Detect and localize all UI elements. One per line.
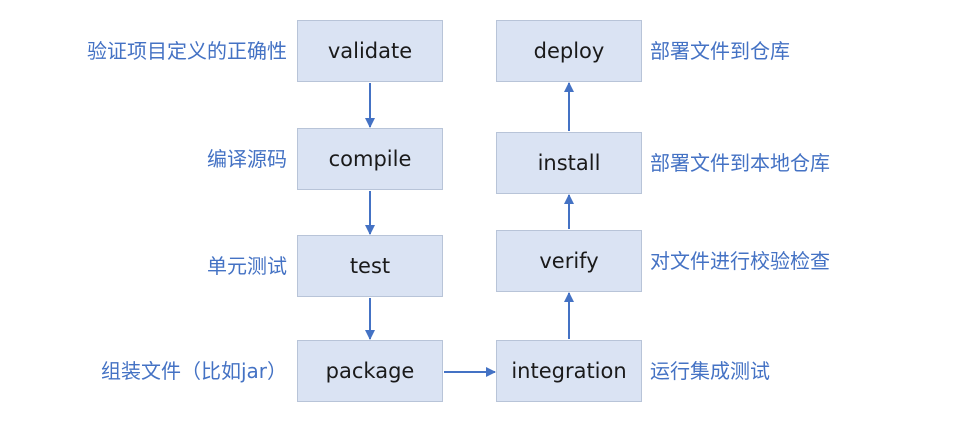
desc-compile: 编译源码 <box>207 147 287 171</box>
node-integration: integration <box>496 340 642 402</box>
node-compile: compile <box>297 128 443 190</box>
desc-integration: 运行集成测试 <box>650 359 770 383</box>
node-package: package <box>297 340 443 402</box>
node-validate: validate <box>297 20 443 82</box>
node-install: install <box>496 132 642 194</box>
desc-verify: 对文件进行校验检查 <box>650 249 830 273</box>
desc-deploy: 部署文件到仓库 <box>650 39 790 63</box>
node-test: test <box>297 235 443 297</box>
desc-package: 组装文件（比如jar） <box>100 359 287 383</box>
node-deploy: deploy <box>496 20 642 82</box>
desc-validate: 验证项目定义的正确性 <box>87 39 287 63</box>
node-verify: verify <box>496 230 642 292</box>
desc-test: 单元测试 <box>207 254 287 278</box>
desc-install: 部署文件到本地仓库 <box>650 151 830 175</box>
